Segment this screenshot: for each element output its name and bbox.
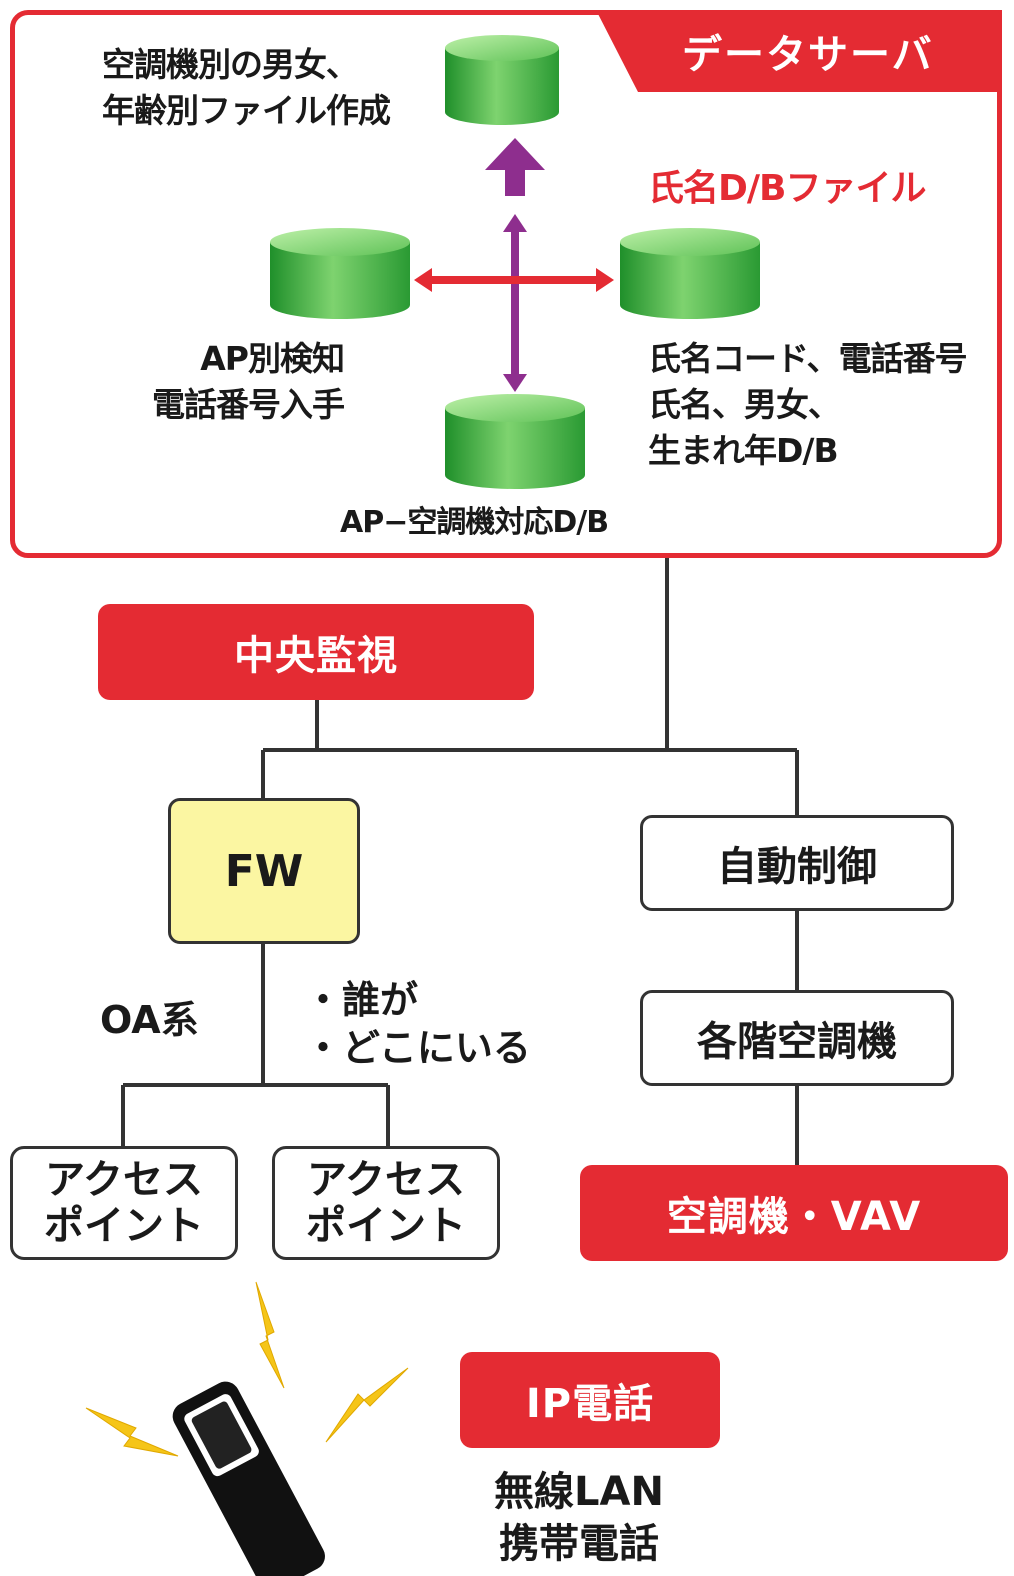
central-monitoring-box: 中央監視 bbox=[98, 604, 534, 700]
ap-detection-label: AP別検知 電話番号入手 bbox=[152, 339, 345, 424]
database-cylinder-icon bbox=[270, 228, 410, 319]
upload-arrow-icon bbox=[485, 138, 545, 196]
access-point-box: アクセス ポイント bbox=[10, 1146, 238, 1260]
hvac-vav-box: 空調機・VAV bbox=[580, 1165, 1008, 1261]
database-cylinder-icon bbox=[620, 228, 760, 319]
database-cylinder-icon bbox=[445, 35, 559, 125]
name-db-file-title: 氏名D/Bファイル bbox=[648, 168, 926, 209]
mobile-phone-icon bbox=[172, 1381, 325, 1576]
firewall-box: FW bbox=[168, 798, 360, 944]
vertical-double-arrow-icon bbox=[503, 214, 527, 392]
lightning-bolt-icon bbox=[325, 1367, 409, 1443]
mobile-phone-illustration bbox=[85, 1281, 409, 1576]
database-cylinder-icon bbox=[445, 394, 585, 489]
lightning-bolt-icon bbox=[255, 1281, 285, 1389]
server-title: データサーバ bbox=[682, 32, 934, 78]
who-where-bullets: ・誰が ・どこにいる bbox=[304, 978, 531, 1070]
database-diagram bbox=[270, 35, 760, 489]
access-point-box: アクセス ポイント bbox=[272, 1146, 500, 1260]
horizontal-double-arrow-icon bbox=[414, 268, 614, 292]
wireless-lan-phone-caption: 無線LAN 携帯電話 bbox=[494, 1469, 664, 1567]
auto-control-box: 自動制御 bbox=[640, 815, 954, 911]
ip-phone-box: IP電話 bbox=[460, 1352, 720, 1448]
floor-hvac-box: 各階空調機 bbox=[640, 990, 954, 1086]
name-db-fields: 氏名コード、電話番号 氏名、男女、 生まれ年D/B bbox=[648, 339, 968, 470]
file-creation-note: 空調機別の男女、 年齢別ファイル作成 bbox=[102, 45, 391, 130]
oa-system-label: OA系 bbox=[100, 998, 199, 1042]
server-title-tab bbox=[596, 10, 1002, 92]
ap-hvac-db-label: AP−空調機対応D/B bbox=[340, 505, 609, 540]
lightning-bolt-icon bbox=[85, 1407, 179, 1457]
